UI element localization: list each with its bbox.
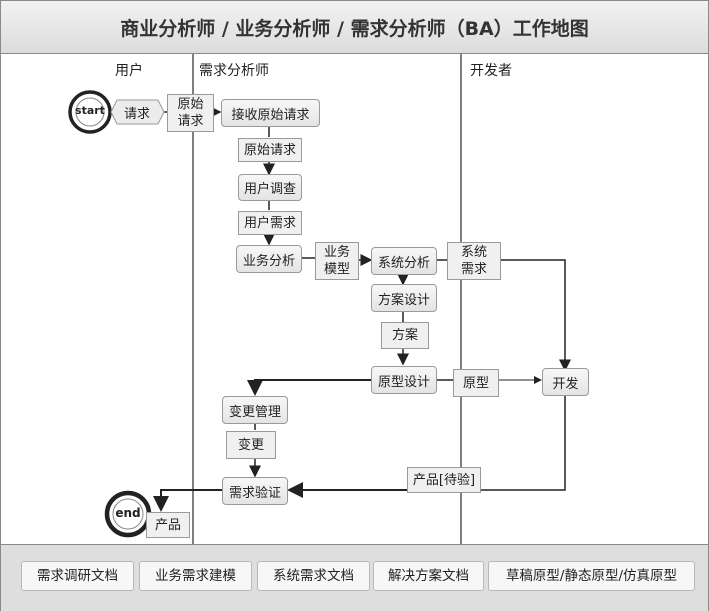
end-event-label: end <box>115 506 141 520</box>
connector <box>481 394 566 491</box>
connector-arrow <box>153 489 223 512</box>
solution-design-step: 方案设计 <box>371 284 437 312</box>
receive-request-step: 接收原始请求 <box>221 99 320 127</box>
product-pending-artifact: 产品[待验] <box>407 467 481 493</box>
deliverable-chip: 需求调研文档 <box>21 561 134 591</box>
business-model-artifact: 业务 模型 <box>315 242 359 280</box>
start-event-label: start <box>75 104 105 117</box>
deliverables-bar: 需求调研文档 业务需求建模 系统需求文档 解决方案文档 草稿原型/静态原型/仿真… <box>1 544 708 611</box>
deliverable-chip: 业务需求建模 <box>139 561 252 591</box>
deliverable-chip: 草稿原型/静态原型/仿真原型 <box>488 561 695 591</box>
change-management-step: 变更管理 <box>222 396 288 424</box>
request-shape <box>110 99 165 125</box>
prototype-artifact: 原型 <box>453 369 499 397</box>
deliverable-chip: 解决方案文档 <box>373 561 484 591</box>
swimlane-canvas: 用户 需求分析师 开发者 <box>1 54 708 544</box>
user-research-step: 用户调查 <box>238 174 302 201</box>
lane-label-user: 用户 <box>115 63 143 79</box>
connector-arrow <box>499 259 571 372</box>
raw-request-artifact: 原始请求 <box>238 138 302 162</box>
system-requirements-artifact: 系统 需求 <box>447 242 501 280</box>
prototype-design-step: 原型设计 <box>371 366 437 394</box>
connector-arrow <box>247 379 371 396</box>
connector-layer <box>68 54 571 544</box>
system-analysis-step: 系统分析 <box>371 247 437 275</box>
end-event-inner <box>112 498 144 530</box>
requirement-verification-step: 需求验证 <box>222 477 288 505</box>
deliverable-chip: 系统需求文档 <box>257 561 370 591</box>
page-title: 商业分析师 / 业务分析师 / 需求分析师（BA）工作地图 <box>120 17 589 40</box>
solution-artifact: 方案 <box>381 322 429 349</box>
product-artifact: 产品 <box>146 512 190 538</box>
start-event-inner <box>75 97 105 127</box>
user-needs-artifact: 用户需求 <box>238 211 302 235</box>
title-bar: 商业分析师 / 业务分析师 / 需求分析师（BA）工作地图 <box>1 1 708 54</box>
business-analysis-step: 业务分析 <box>236 245 302 273</box>
request-label: 请求 <box>123 106 150 122</box>
raw-request-doc: 原始 请求 <box>167 94 214 132</box>
development-step: 开发 <box>542 368 589 396</box>
change-artifact: 变更 <box>226 431 276 459</box>
lane-label-ba: 需求分析师 <box>199 63 269 79</box>
lane-label-dev: 开发者 <box>470 63 512 79</box>
